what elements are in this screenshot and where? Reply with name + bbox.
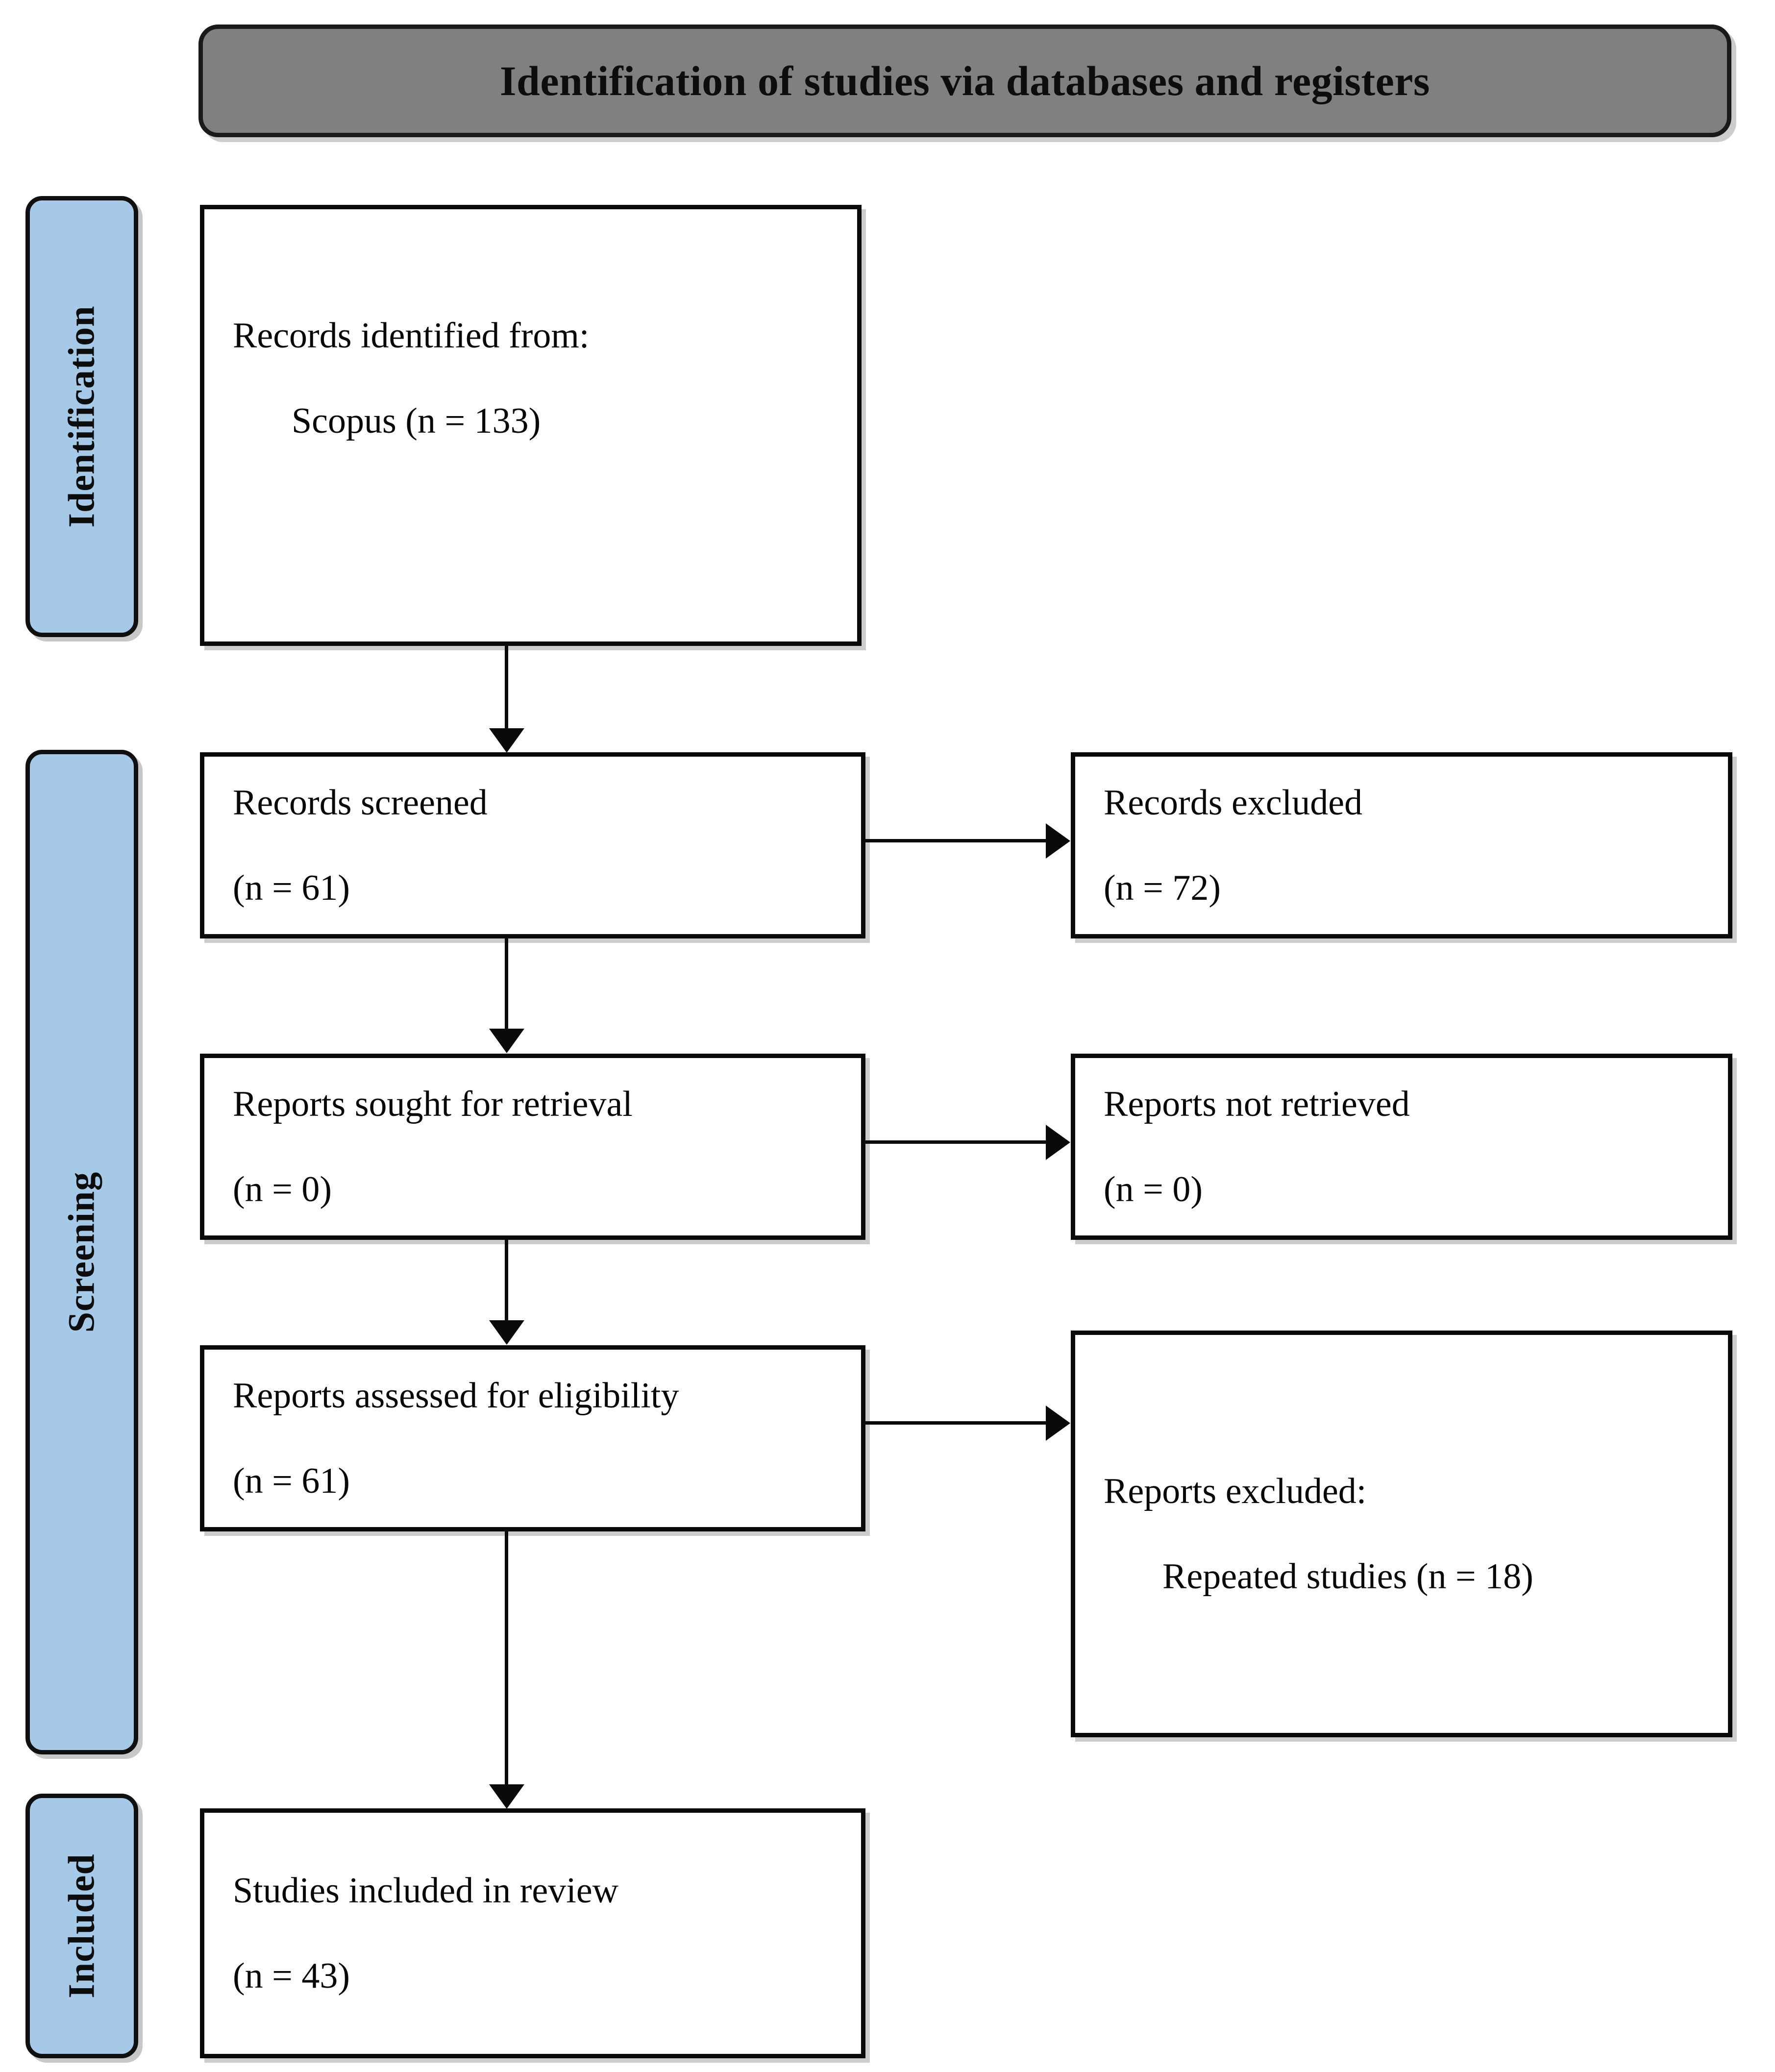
reports-sought-label: Reports sought for retrieval <box>233 1084 633 1124</box>
arrow-down-icon-eligibility-to-included <box>505 1531 508 1786</box>
box-text-group: Reports sought for retrieval (n = 0) <box>233 1081 841 1213</box>
box-studies-included-in-review: Studies included in review (n = 43) <box>200 1808 865 2058</box>
studies-included-label: Studies included in review <box>233 1870 619 1911</box>
studies-included-count: (n = 43) <box>233 1956 350 1996</box>
stage-bar-screening: Screening <box>25 750 138 1754</box>
box-text-group: Studies included in review (n = 43) <box>233 1867 841 1999</box>
arrow-right-icon-eligibility-to-reports-excluded <box>865 1421 1048 1425</box>
records-excluded-label: Records excluded <box>1104 782 1363 823</box>
arrow-right-icon-sought-to-not-retrieved <box>865 1140 1048 1144</box>
reports-eligibility-label: Reports assessed for eligibility <box>233 1375 679 1416</box>
records-excluded-count: (n = 72) <box>1104 868 1221 908</box>
stage-bar-identification: Identification <box>25 196 138 637</box>
box-reports-assessed-for-eligibility: Reports assessed for eligibility (n = 61… <box>200 1345 865 1531</box>
box-text-group: Reports excluded: Repeated studies (n = … <box>1104 1468 1708 1600</box>
box-reports-sought-for-retrieval: Reports sought for retrieval (n = 0) <box>200 1054 865 1240</box>
reports-excluded-label: Reports excluded: <box>1104 1471 1367 1511</box>
box-text-group: Reports not retrieved (n = 0) <box>1104 1081 1708 1213</box>
reports-eligibility-count: (n = 61) <box>233 1461 350 1501</box>
reports-not-retrieved-count: (n = 0) <box>1104 1169 1203 1209</box>
records-identified-label: Records identified from: <box>233 316 590 356</box>
box-reports-excluded: Reports excluded: Repeated studies (n = … <box>1071 1331 1732 1737</box>
stage-label-included: Included <box>61 1853 102 1998</box>
box-reports-not-retrieved: Reports not retrieved (n = 0) <box>1071 1054 1732 1240</box>
box-records-screened: Records screened (n = 61) <box>200 752 865 938</box>
records-screened-label: Records screened <box>233 782 488 823</box>
records-screened-count: (n = 61) <box>233 868 350 908</box>
reports-excluded-reason: Repeated studies (n = 18) <box>1162 1556 1533 1597</box>
reports-not-retrieved-label: Reports not retrieved <box>1104 1084 1410 1124</box>
arrow-right-icon-screened-to-excluded <box>865 839 1048 842</box>
diagram-header-banner: Identification of studies via databases … <box>198 25 1731 137</box>
stage-label-screening: Screening <box>61 1171 102 1333</box>
reports-sought-count: (n = 0) <box>233 1169 332 1209</box>
page-title: Identification of studies via databases … <box>500 57 1430 104</box>
arrow-down-icon-identified-to-screened <box>505 646 508 730</box>
arrow-down-icon-sought-to-eligibility <box>505 1240 508 1322</box>
box-text-group: Records excluded (n = 72) <box>1104 779 1708 912</box>
box-records-excluded: Records excluded (n = 72) <box>1071 752 1732 938</box>
box-records-identified: Records identified from: Scopus (n = 133… <box>200 205 862 646</box>
records-identified-count: Scopus (n = 133) <box>292 401 541 442</box>
arrow-down-icon-screened-to-sought <box>505 938 508 1031</box>
box-text-group: Reports assessed for eligibility (n = 61… <box>233 1372 841 1505</box>
stage-bar-included: Included <box>25 1794 138 2058</box>
stage-label-identification: Identification <box>61 305 102 528</box>
box-text-group: Records identified from: Scopus (n = 133… <box>233 312 838 444</box>
box-text-group: Records screened (n = 61) <box>233 779 841 912</box>
